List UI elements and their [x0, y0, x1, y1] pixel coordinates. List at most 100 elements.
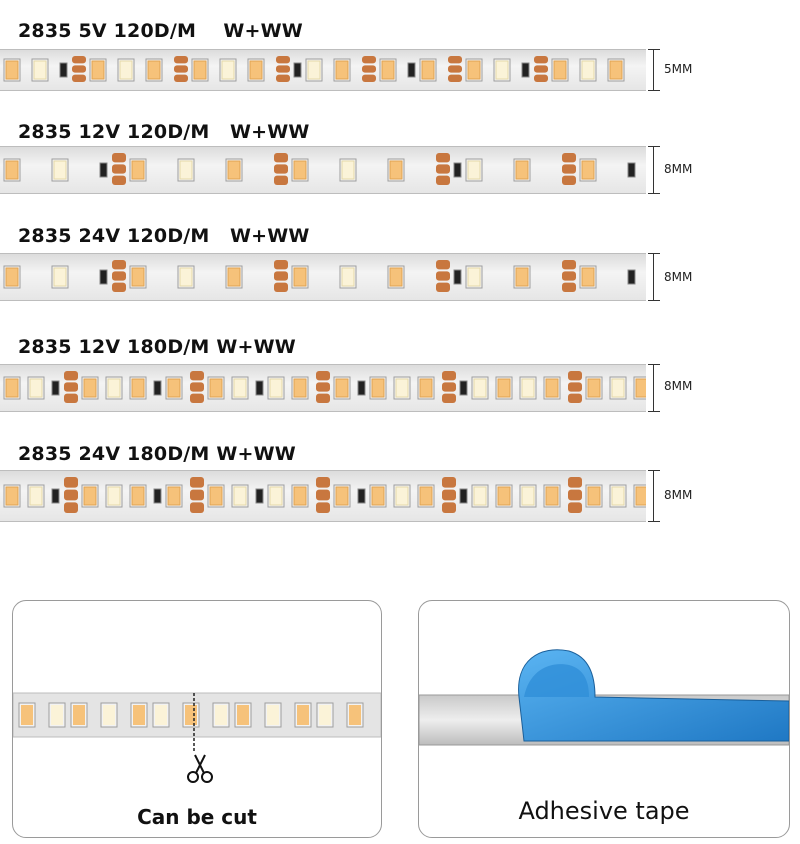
led-emitter	[5, 486, 19, 506]
solder-pad	[276, 65, 290, 73]
led-strip-graphic	[3, 477, 646, 513]
led-emitter	[53, 267, 67, 287]
tape-caption: Adhesive tape	[518, 797, 690, 825]
led-emitter	[5, 378, 19, 398]
led-chip	[346, 702, 364, 728]
led-chip	[212, 702, 230, 728]
strip-title: 2835 24V 180D/M W+WW	[18, 443, 296, 465]
solder-pad	[112, 271, 126, 281]
strip-title: 2835 12V 120D/M W+WW	[18, 121, 310, 143]
led-emitter	[587, 486, 601, 506]
led-emitter	[131, 160, 145, 180]
solder-pad	[276, 56, 290, 64]
led-emitter	[293, 378, 307, 398]
resistor	[51, 380, 60, 396]
led-emitter	[227, 160, 241, 180]
led-emitter	[233, 486, 247, 506]
led-emitter	[209, 486, 223, 506]
led-emitter	[83, 486, 97, 506]
solder-pad	[562, 282, 576, 292]
led-chip	[48, 702, 66, 728]
led-emitter	[419, 378, 433, 398]
led-emitter	[581, 267, 595, 287]
solder-pad	[190, 371, 204, 381]
solder-pad	[112, 153, 126, 163]
solder-pad	[436, 260, 450, 270]
led-chip	[264, 702, 282, 728]
led-strip-image	[0, 364, 646, 412]
led-emitter	[53, 160, 67, 180]
solder-pad	[448, 65, 462, 73]
led-emitter	[581, 160, 595, 180]
led-emitter	[269, 486, 283, 506]
led-emitter	[389, 160, 403, 180]
solder-pad	[442, 502, 456, 513]
led-emitter	[587, 378, 601, 398]
led-emitter	[515, 160, 529, 180]
solder-pad	[274, 271, 288, 281]
led-strip-image	[0, 146, 646, 194]
resistor	[153, 488, 162, 504]
resistor	[453, 269, 462, 285]
solder-pad	[562, 153, 576, 163]
adhesive-tape-illustration	[419, 649, 789, 746]
led-emitter	[381, 60, 395, 80]
solder-pad	[274, 282, 288, 292]
width-label: 8MM	[664, 270, 693, 284]
led-emitter	[83, 378, 97, 398]
solder-pad	[568, 477, 582, 488]
solder-pad	[568, 489, 582, 501]
solder-pad	[562, 164, 576, 174]
led-emitter	[307, 60, 321, 80]
cut-caption: Can be cut	[137, 805, 257, 829]
solder-pad	[436, 153, 450, 163]
led-chip	[182, 702, 200, 728]
led-emitter	[389, 267, 403, 287]
solder-pad	[362, 74, 376, 82]
solder-pad	[316, 382, 330, 392]
led-emitter	[521, 378, 535, 398]
resistor	[255, 380, 264, 396]
led-emitter	[91, 60, 105, 80]
solder-pad	[436, 282, 450, 292]
led-emitter	[395, 486, 409, 506]
led-emitter	[495, 60, 509, 80]
solder-pad	[316, 371, 330, 381]
solder-pad	[190, 477, 204, 488]
solder-pad	[64, 489, 78, 501]
solder-pad	[568, 382, 582, 392]
led-emitter	[635, 486, 646, 506]
solder-pad	[274, 164, 288, 174]
led-emitter	[167, 378, 181, 398]
resistor	[51, 488, 60, 504]
solder-pad	[442, 489, 456, 501]
led-strip-graphic	[3, 371, 646, 403]
led-strip-image	[0, 470, 646, 522]
solder-pad	[568, 371, 582, 381]
led-strip-graphic	[3, 260, 636, 292]
led-emitter	[609, 60, 623, 80]
led-emitter	[473, 486, 487, 506]
led-emitter	[119, 60, 133, 80]
led-emitter	[553, 60, 567, 80]
led-emitter	[335, 378, 349, 398]
resistor	[255, 488, 264, 504]
led-emitter	[335, 486, 349, 506]
solder-pad	[112, 164, 126, 174]
solder-pad	[190, 489, 204, 501]
width-label: 8MM	[664, 162, 693, 176]
strip-title: 2835 12V 180D/M W+WW	[18, 336, 296, 358]
resistor	[99, 269, 108, 285]
resistor	[153, 380, 162, 396]
solder-pad	[362, 65, 376, 73]
led-emitter	[131, 378, 145, 398]
solder-pad	[72, 74, 86, 82]
led-emitter	[5, 267, 19, 287]
solder-pad	[436, 164, 450, 174]
solder-pad	[112, 175, 126, 185]
solder-pad	[72, 65, 86, 73]
solder-pad	[190, 502, 204, 513]
solder-pad	[568, 502, 582, 513]
solder-pad	[562, 260, 576, 270]
resistor	[357, 488, 366, 504]
